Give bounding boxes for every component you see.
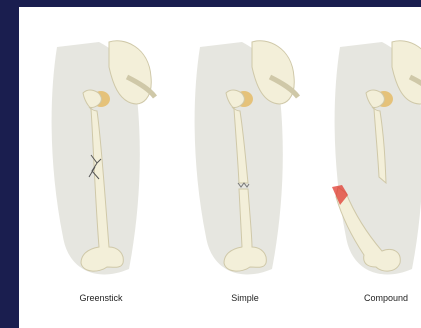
greenstick-caption: Greenstick xyxy=(56,293,146,303)
compound-fracture-figure xyxy=(322,37,421,287)
greenstick-illustration xyxy=(39,37,157,287)
greenstick-fracture-figure xyxy=(39,37,157,287)
simple-caption: Simple xyxy=(200,293,290,303)
simple-illustration xyxy=(182,37,300,287)
illustration-panel: Greenstick Simple Compound xyxy=(19,7,421,328)
simple-fracture-figure xyxy=(182,37,300,287)
compound-illustration xyxy=(322,37,421,287)
compound-caption: Compound xyxy=(341,293,421,303)
